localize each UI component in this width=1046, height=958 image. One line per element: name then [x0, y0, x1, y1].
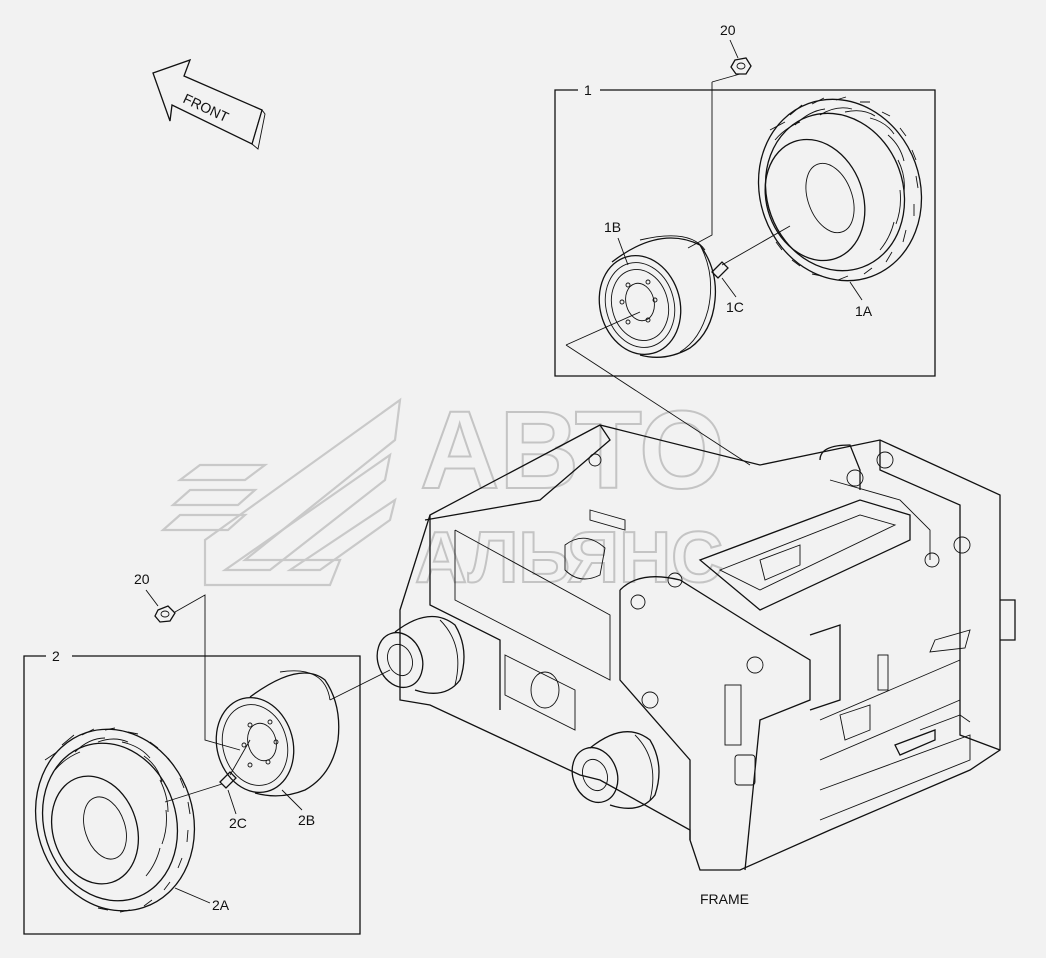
callout-1a: 1A	[855, 303, 873, 319]
rim-2b	[215, 670, 340, 797]
watermark-subtitle: АЛЬЯНС	[415, 518, 723, 598]
front-direction-arrow: FRONT	[152, 58, 266, 150]
callout-1c: 1C	[726, 299, 744, 315]
callout-2a: 2A	[212, 897, 230, 913]
callout-20-top: 20	[720, 22, 736, 38]
tire-2a	[34, 727, 196, 913]
watermark-title: АВТО	[420, 389, 725, 512]
valve-2c	[164, 739, 251, 803]
tire-1a	[757, 96, 923, 282]
nut-left: 20	[134, 571, 241, 751]
callout-1b: 1B	[604, 219, 621, 235]
nut-top: 20	[687, 22, 752, 249]
callout-2: 2	[52, 648, 60, 664]
callout-2c: 2C	[229, 815, 247, 831]
rim-1b	[598, 235, 717, 358]
callout-20-left: 20	[134, 571, 150, 587]
hub-front	[376, 615, 465, 694]
callout-2b: 2B	[298, 812, 315, 828]
watermark-logo: АВТО АЛЬЯНС	[160, 388, 726, 599]
hub-rear	[571, 731, 660, 809]
front-label: FRONT	[181, 90, 232, 125]
assembly-box-1: 1 1A 1B 1C	[554, 82, 936, 466]
frame-label: FRAME	[700, 891, 749, 907]
assembly-box-2: 2 2B 2C 2A	[23, 648, 361, 935]
callout-1: 1	[584, 82, 592, 98]
valve-1c	[711, 225, 791, 279]
machine-frame	[329, 424, 1016, 871]
